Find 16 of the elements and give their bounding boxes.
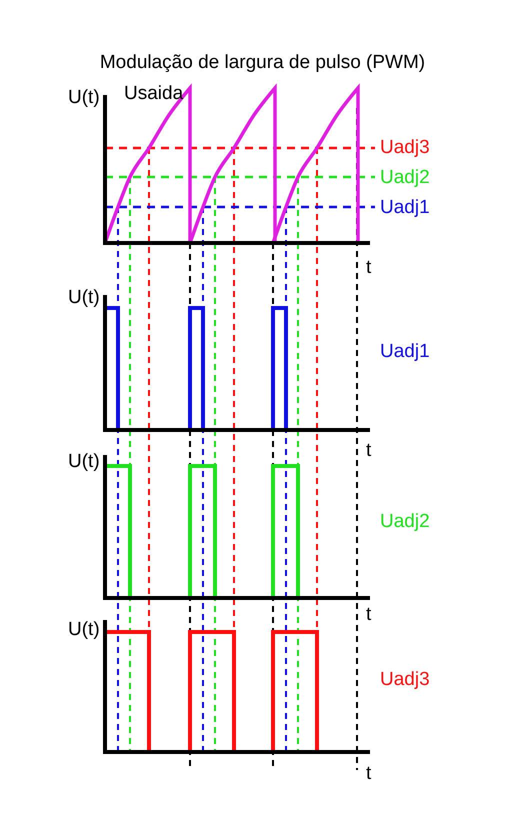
signal-label: Uadj2 [380,512,430,531]
axis-label: t [366,764,372,783]
signal-label: Uadj2 [380,168,430,187]
axis-label: t [366,605,372,624]
signal-label: Uadj3 [380,138,430,157]
axis-label: U(t) [68,452,100,471]
signal-label: Uadj3 [380,670,430,689]
signal-label: Uadj1 [380,342,430,361]
signal-label: Usaida [124,84,184,103]
signal-label: Uadj1 [380,198,430,217]
axis-label: t [366,258,372,277]
axis-label: t [366,441,372,460]
title: Modulação de largura de pulso (PWM) [98,52,426,74]
axis-label: U(t) [68,288,100,307]
axis-label: U(t) [68,620,100,639]
axis-label: U(t) [68,88,100,107]
